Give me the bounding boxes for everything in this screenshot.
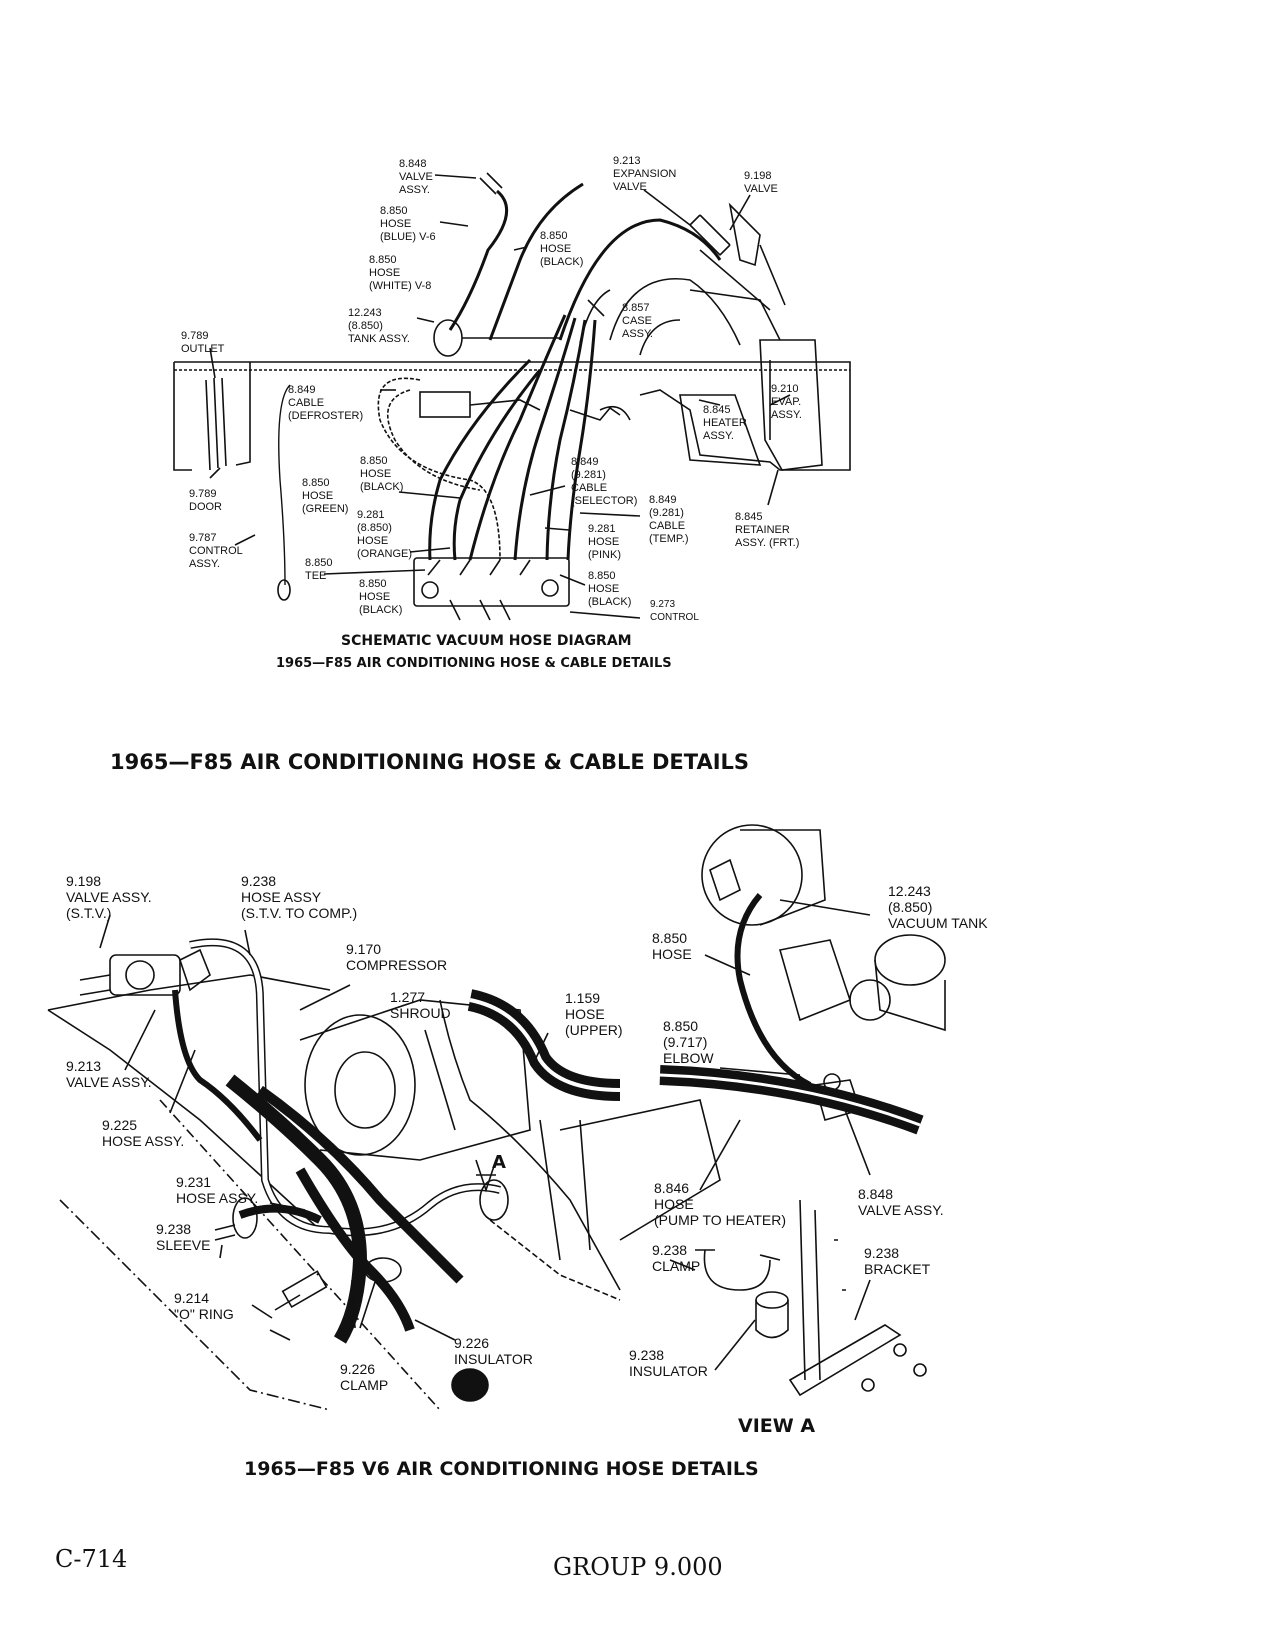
label-9-214-o-ring: 9.214"O" RING bbox=[174, 1290, 234, 1322]
schematic-caption: SCHEMATIC VACUUM HOSE DIAGRAM bbox=[341, 633, 632, 649]
page-number: C-714 bbox=[55, 1545, 128, 1573]
view-a-label: VIEW A bbox=[738, 1415, 816, 1437]
label-8-849-cable-temp: 8.849(9.281)CABLE(TEMP.) bbox=[649, 494, 689, 545]
label-12-243-tank-assy: 12.243(8.850)TANK ASSY. bbox=[348, 307, 410, 345]
schematic-vacuum-hose-illustration bbox=[173, 172, 851, 621]
view-a-marker: A bbox=[492, 1152, 506, 1173]
section-title: 1965—F85 AIR CONDITIONING HOSE & CABLE D… bbox=[110, 750, 750, 774]
schematic-subcaption: 1965—F85 AIR CONDITIONING HOSE & CABLE D… bbox=[276, 656, 672, 671]
label-8-850-elbow: 8.850(9.717)ELBOW bbox=[663, 1018, 714, 1066]
label-9-281-hose-orange: 9.281(8.850)HOSE(ORANGE) bbox=[357, 509, 412, 560]
group-number: GROUP 9.000 bbox=[553, 1553, 723, 1581]
label-8-849-cable-selector: 8.849(9.281)CABLE(SELECTOR) bbox=[571, 456, 638, 507]
v6-caption: 1965—F85 V6 AIR CONDITIONING HOSE DETAIL… bbox=[244, 1458, 759, 1480]
label-12-243-vacuum-tank: 12.243(8.850)VACUUM TANK bbox=[888, 883, 988, 931]
